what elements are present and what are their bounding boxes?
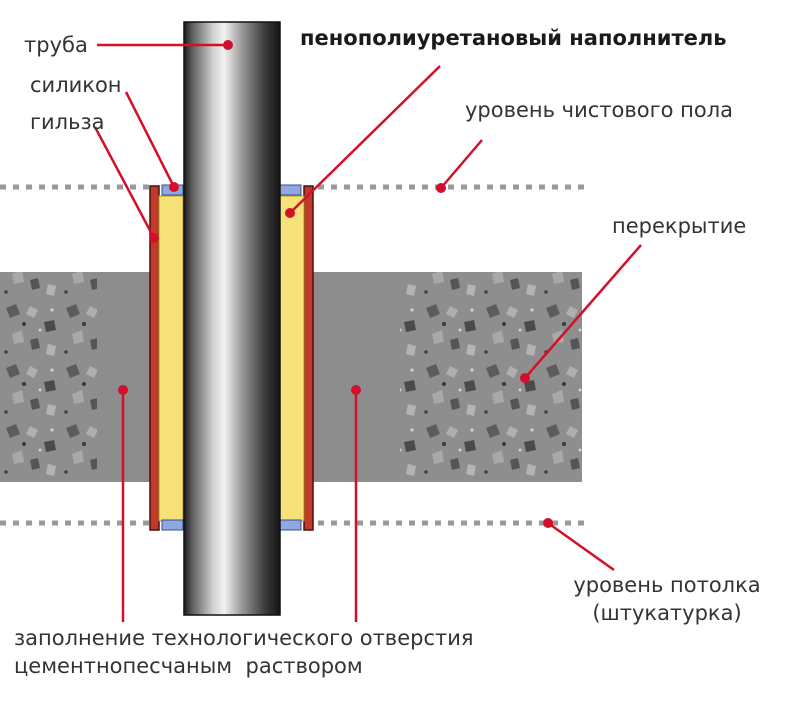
label-floor-level: уровень чистового пола [465, 98, 734, 122]
label-pipe: труба [24, 33, 88, 57]
label-sleeve: гильза [30, 110, 105, 134]
pointer-silicone [124, 91, 176, 188]
label-mortar-line1: заполнение технологического отверстия [14, 626, 474, 650]
silicone-left-bottom [161, 519, 184, 531]
pointer-slab [524, 244, 642, 379]
pointer-sleeve [93, 126, 156, 239]
pointer-foam-filler [289, 65, 441, 214]
sleeve-right [303, 185, 314, 531]
silicone-right-bottom [279, 519, 302, 531]
silicone-right-top [279, 184, 302, 196]
label-foam-filler: пенополиуретановый наполнитель [300, 26, 727, 50]
concrete-slab-left [0, 272, 97, 482]
label-silicone: силикон [30, 73, 122, 97]
label-ceiling-level-line2: (штукатурка) [592, 601, 742, 625]
label-slab: перекрытие [612, 214, 747, 238]
label-ceiling-level: уровень потолка (штукатурка) [555, 573, 779, 625]
pointer-dots [118, 40, 553, 528]
foam-filler-left [158, 195, 184, 522]
foam-filler-right [279, 195, 305, 522]
label-mortar-line2: цементнопесчаным раствором [14, 654, 363, 678]
label-ceiling-level-line1: уровень потолка [573, 573, 761, 597]
pointer-floor-level [440, 139, 483, 189]
pointer-lines [93, 43, 642, 622]
pipe [183, 21, 281, 616]
pointer-ceiling-level [547, 521, 615, 572]
concrete-slab-right [400, 272, 582, 482]
